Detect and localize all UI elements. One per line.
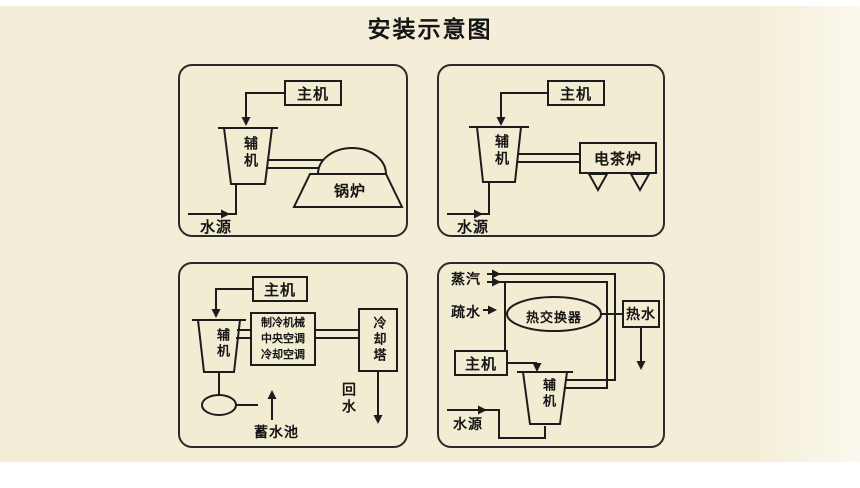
main-unit-box: 主机	[284, 80, 342, 106]
flow-arrow-down-icon	[373, 415, 383, 424]
boiler-piping-diagram	[188, 92, 404, 219]
panel-heat-exchanger: 蒸汽 疏水 热交换器 热水 主机 辅机 水源	[437, 262, 665, 448]
flow-arrow-down-icon	[636, 361, 646, 370]
aux-funnel-shape	[475, 126, 523, 183]
pipe-water-inlet	[447, 182, 490, 215]
pipe-main-to-aux	[245, 92, 284, 117]
heat-exchanger-piping-diagram	[447, 269, 646, 439]
load-line-refrigeration: 制冷机械	[261, 316, 305, 329]
load-line-cooling-ac: 冷却空调	[261, 348, 305, 361]
water-source-label: 水源	[453, 417, 483, 433]
return-water-label: 回水	[340, 382, 356, 416]
reservoir-label: 蓄水池	[254, 425, 299, 441]
main-unit-box: 主机	[547, 80, 605, 106]
aux-unit-label: 辅机	[242, 136, 258, 170]
cooling-loads-box: 制冷机械 中央空调 冷却空调	[250, 312, 316, 366]
device-leg-right	[629, 173, 651, 193]
trap-water-label: 疏水	[451, 305, 481, 321]
tea-boiler-piping-diagram	[447, 92, 651, 219]
main-unit-box: 主机	[252, 276, 308, 302]
cooling-tower-box: 冷却塔	[358, 308, 398, 372]
flow-arrow-down-icon	[241, 117, 251, 126]
tea-boiler-box: 电茶炉	[579, 142, 657, 174]
flow-arrow-right-icon	[492, 277, 501, 287]
pipe-water-inlet	[188, 184, 237, 215]
aux-funnel-shape	[196, 319, 242, 373]
boiler-dome-shape	[317, 147, 387, 175]
pipe-main-to-aux	[215, 288, 252, 309]
flow-arrow-right-icon	[488, 305, 497, 315]
cooling-tower-label: 冷却塔	[370, 316, 386, 364]
flow-arrow-down-icon	[532, 363, 542, 372]
panel-cooling: 主机 制冷机械 中央空调 冷却空调 冷却塔 辅机 回水 蓄水池	[178, 262, 408, 448]
hot-water-box: 热水	[622, 300, 660, 328]
flow-arrow-right-icon	[474, 209, 483, 219]
aux-unit-label: 辅机	[540, 378, 555, 410]
steam-label: 蒸汽	[451, 272, 481, 288]
pump-shape	[201, 394, 237, 416]
pipe-steam-2	[487, 281, 608, 389]
page-title: 安装示意图	[367, 17, 493, 43]
flow-arrow-down-icon	[211, 309, 221, 318]
aux-funnel-shape	[222, 127, 274, 185]
panel-tea-boiler: 主机 电茶炉 辅机 水源	[437, 64, 665, 237]
pipe-main-to-aux	[500, 92, 547, 117]
cooling-piping-diagram	[192, 288, 383, 424]
flow-arrow-up-icon	[267, 390, 277, 399]
flow-arrow-down-icon	[496, 117, 506, 126]
heat-exchanger-label: 热交换器	[525, 311, 582, 326]
device-leg-left	[587, 173, 609, 193]
water-source-label: 水源	[200, 218, 233, 236]
load-line-central-ac: 中央空调	[261, 332, 305, 345]
panel-boiler: 主机 辅机 锅炉 水源	[178, 64, 408, 237]
aux-unit-label: 辅机	[493, 134, 509, 168]
boiler-label: 锅炉	[333, 182, 366, 200]
main-unit-box: 主机	[454, 350, 508, 376]
background-band	[0, 6, 860, 462]
aux-funnel-shape	[521, 371, 569, 425]
aux-unit-label: 辅机	[214, 328, 229, 360]
water-source-label: 水源	[457, 218, 490, 236]
flow-arrow-right-icon	[478, 405, 487, 415]
pipe-steam-1	[487, 273, 616, 381]
flow-arrow-right-icon	[492, 269, 501, 279]
boiler-body-shape	[292, 173, 404, 208]
flow-arrow-right-icon	[221, 209, 230, 219]
